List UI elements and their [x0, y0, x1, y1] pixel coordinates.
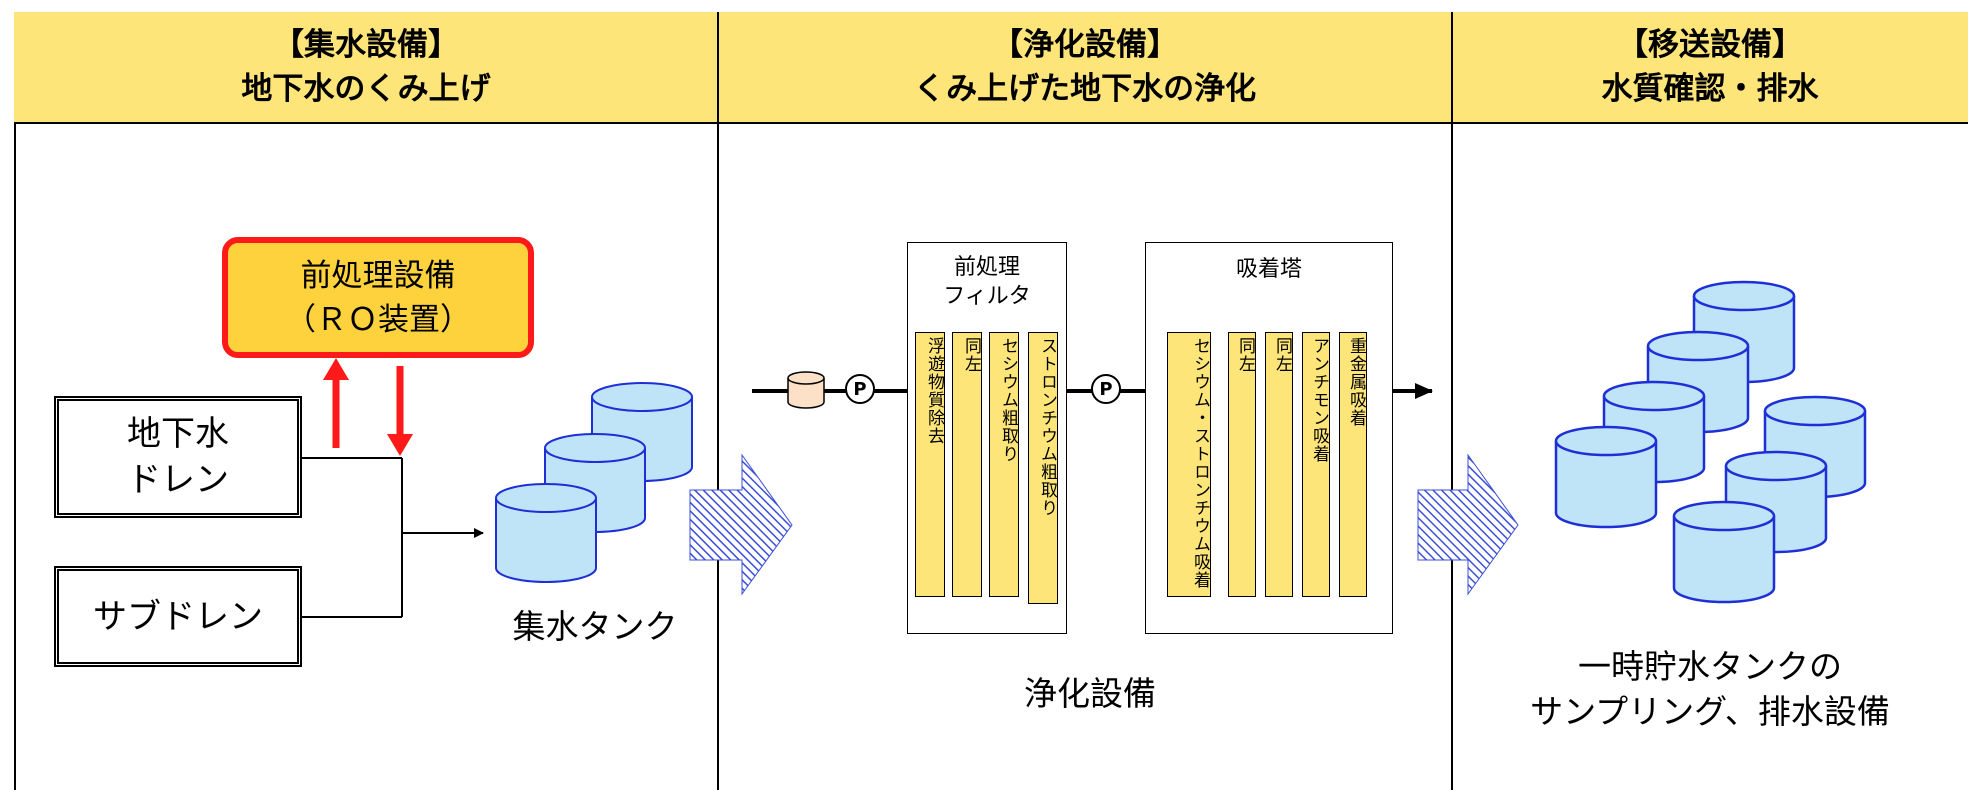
collection-tank-icons	[495, 382, 693, 583]
prefilter-unit: ストロンチウム粗取り	[1028, 332, 1058, 604]
ro-return-arrow	[323, 358, 349, 448]
adsorption-unit: 同左	[1228, 332, 1256, 597]
prefilter-unit: 浮遊物質除去	[915, 332, 945, 597]
groundwater-drain-line1: 地下水	[127, 414, 229, 454]
collection-subtitle: 地下水のくみ上げ	[241, 71, 491, 107]
collection-header: 【集水設備】 地下水のくみ上げ	[14, 12, 718, 124]
pump-icon: P	[845, 374, 875, 404]
prefilter-title: 前処理 フィルタ	[908, 253, 1066, 311]
transfer-arrow-1	[689, 453, 793, 596]
adsorption-unit: 同左	[1265, 332, 1293, 597]
ro-unit-label: （ＲＯ装置）	[285, 301, 471, 338]
filter-cartridge-icon	[787, 371, 825, 409]
pretreatment-label: 前処理設備	[300, 257, 456, 294]
prefilter-title-line2: フィルタ	[943, 284, 1031, 309]
transfer-subtitle: 水質確認・排水	[1601, 71, 1819, 107]
purification-subtitle: くみ上げた地下水の浄化	[913, 71, 1257, 107]
pump-icon: P	[1091, 374, 1121, 404]
collection-column: 【集水設備】 地下水のくみ上げ	[14, 12, 718, 790]
subdrain-label: サブドレン	[93, 596, 263, 637]
ro-feed-arrow	[387, 366, 413, 456]
collection-tank-label: 集水タンク	[512, 607, 678, 646]
drain-connector	[302, 457, 484, 618]
purification-column: 【浄化設備】 くみ上げた地下水の浄化	[718, 12, 1452, 790]
transfer-caption-line2: サンプリング、排水設備	[1530, 692, 1890, 731]
prefilter-title-line1: 前処理	[953, 255, 1020, 280]
groundwater-drain-line2: ドレン	[127, 460, 229, 500]
pump-label: P	[853, 378, 867, 400]
temporary-storage-tank-icons	[1554, 280, 1867, 604]
transfer-column: 【移送設備】 水質確認・排水	[1452, 12, 1968, 790]
pump-label: P	[1099, 378, 1113, 400]
collection-bracket-title: 【集水設備】	[273, 27, 459, 63]
subdrain-box: サブドレン	[54, 566, 302, 667]
column-divider-1	[717, 12, 719, 790]
groundwater-drain-box: 地下水 ドレン	[54, 396, 302, 518]
adsorption-unit: 重金属吸着	[1339, 332, 1367, 597]
purification-header: 【浄化設備】 くみ上げた地下水の浄化	[718, 12, 1452, 124]
transfer-arrow-2	[1417, 453, 1519, 596]
transfer-header: 【移送設備】 水質確認・排水	[1452, 12, 1968, 124]
transfer-caption-line1: 一時貯水タンクの	[1578, 647, 1842, 686]
purification-caption: 浄化設備	[1024, 674, 1156, 713]
prefilter-unit: セシウム粗取り	[989, 332, 1019, 597]
adsorption-unit: アンチモン吸着	[1302, 332, 1330, 597]
pretreatment-ro-box: 前処理設備 （ＲＯ装置）	[222, 237, 534, 358]
adsorption-unit: セシウム・ストロンチウム吸着	[1167, 332, 1211, 597]
purification-bracket-title: 【浄化設備】	[992, 27, 1178, 63]
transfer-bracket-title: 【移送設備】	[1617, 27, 1803, 63]
adsorption-title: 吸着塔	[1235, 257, 1302, 282]
prefilter-unit: 同左	[952, 332, 982, 597]
column-divider-2	[1451, 12, 1453, 790]
